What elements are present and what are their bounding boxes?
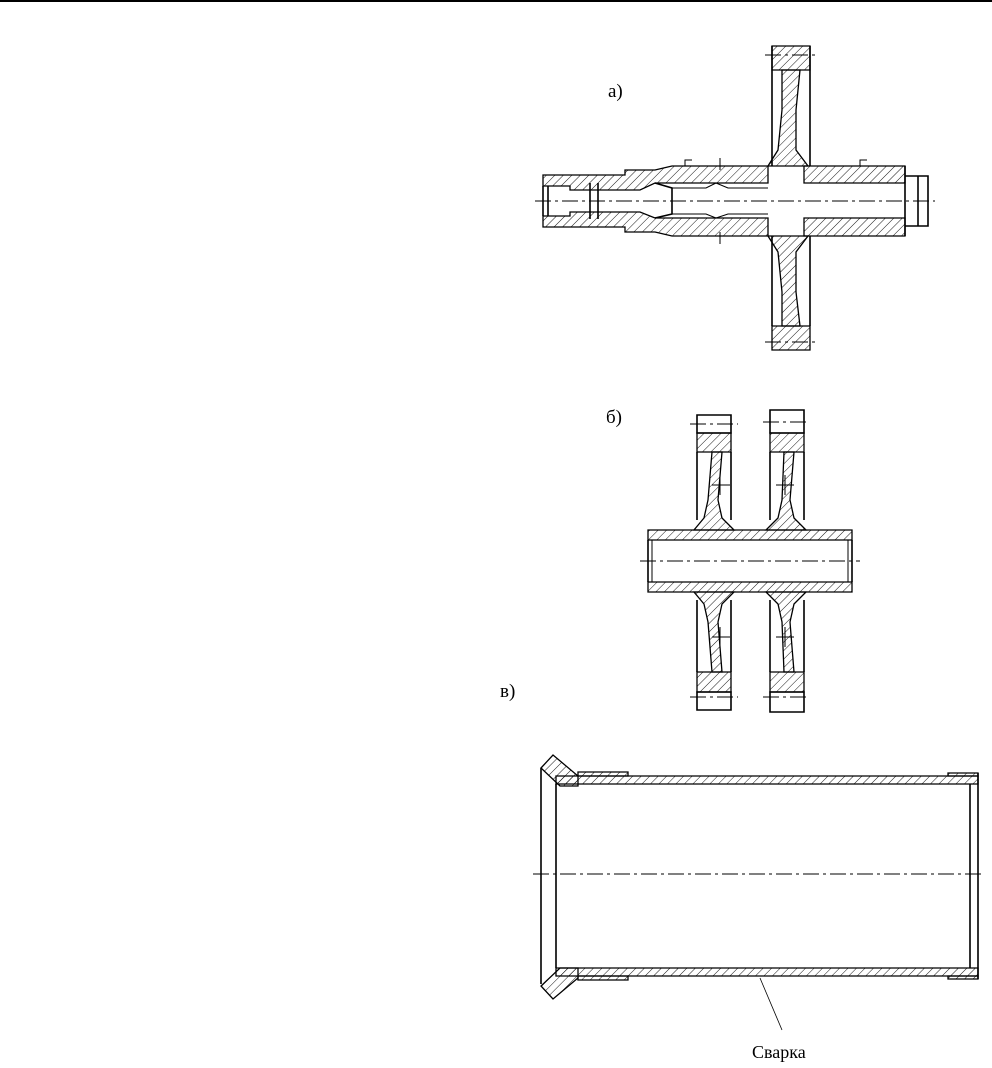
- label-b: б): [606, 407, 622, 428]
- shaft-upper-wall: [543, 166, 768, 190]
- drum-shell-top: [556, 776, 978, 784]
- shaft-lower-wall: [543, 212, 768, 236]
- weld-annotation: Сварка: [752, 1042, 806, 1062]
- shaft-gear-view-a: а): [535, 46, 935, 350]
- label-a: а): [608, 81, 623, 102]
- drum-shell-bottom: [556, 968, 978, 976]
- gear-lower-rim: [772, 326, 810, 350]
- gear-upper-rim: [772, 46, 810, 70]
- label-v: в): [500, 681, 515, 702]
- gear-block-view-b: б): [606, 407, 860, 712]
- welded-drum-view-v: в) Сварка: [500, 681, 985, 1062]
- weld-leader-line: [760, 978, 782, 1030]
